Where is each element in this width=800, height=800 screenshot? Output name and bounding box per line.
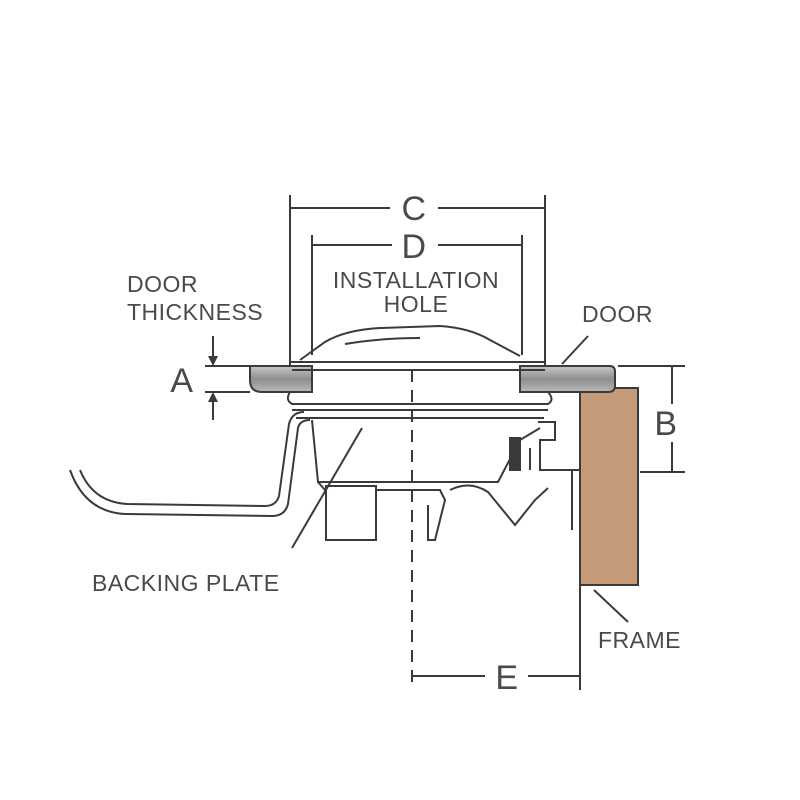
dimension-e — [412, 585, 581, 690]
frame-block — [579, 387, 639, 586]
installation-hole-label-line1: INSTALLATION — [333, 267, 499, 293]
latch-body — [286, 324, 580, 541]
dim-c-label: C — [401, 190, 426, 228]
backing-plate-label: BACKING PLATE — [92, 570, 280, 596]
installation-hole-label-line2: HOLE — [384, 291, 449, 317]
door-thickness-label-line2: THICKNESS — [127, 299, 263, 325]
backing-plate — [69, 419, 311, 518]
dim-d-label: D — [401, 228, 426, 266]
frame-leader — [593, 589, 629, 623]
door-label: DOOR — [582, 301, 653, 327]
dim-e-label: E — [495, 659, 518, 697]
door-leader — [561, 335, 589, 365]
backing-plate-inner — [79, 411, 305, 508]
dimension-b — [618, 365, 685, 473]
dimension-d — [311, 235, 523, 355]
door-thickness-label-line1: DOOR — [127, 271, 198, 297]
door-left-panel — [249, 365, 313, 393]
dimension-c — [289, 195, 546, 365]
backing-plate-leader — [291, 427, 363, 549]
door-right-panel — [519, 365, 616, 393]
dim-b-label: B — [654, 405, 677, 443]
frame-label: FRAME — [598, 627, 681, 653]
dimension-a — [205, 336, 250, 420]
dim-a-label: A — [170, 362, 193, 400]
